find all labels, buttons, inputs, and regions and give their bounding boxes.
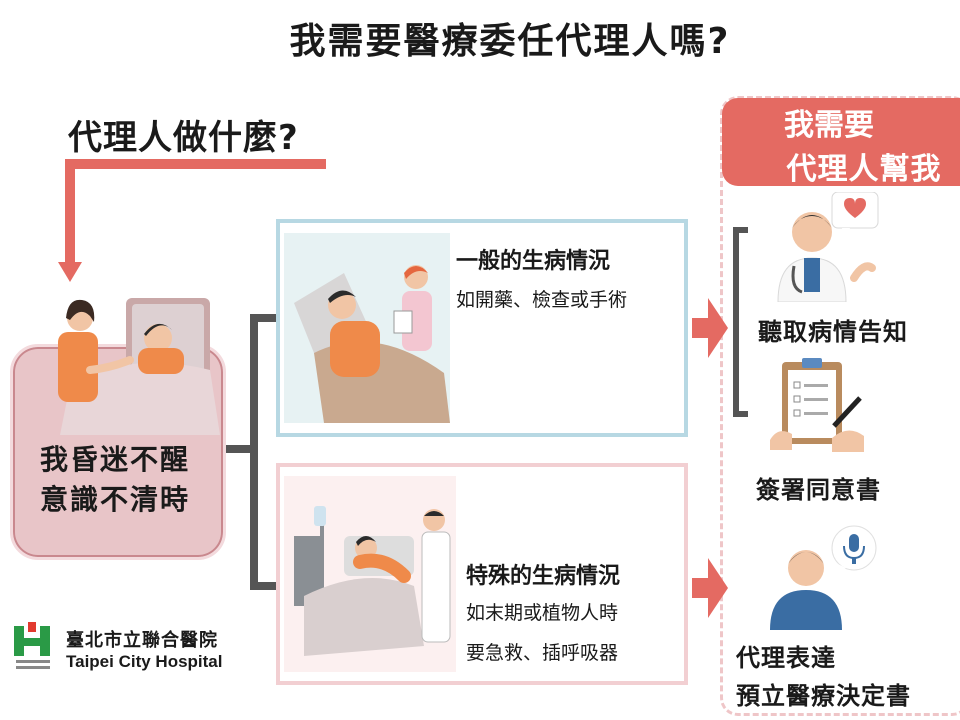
situation-line2: 意識不清時 [40,483,191,516]
general-desc: 如開藥、檢查或手術 [456,289,628,311]
doctor-icon [777,192,879,302]
general-title: 一般的生病情況 [456,249,611,274]
special-desc-line1: 如末期或植物人時 [466,602,619,624]
patient-with-family-illustration [58,298,220,435]
main-title: 我需要醫療委任代理人嗎? [289,21,731,62]
express-label-line2: 預立醫療決定書 [736,682,911,710]
hospital-name-zh: 臺北市立聯合醫院 [66,630,218,651]
special-illness-illustration [284,476,456,672]
special-title: 特殊的生病情況 [466,564,621,589]
hear-condition-label: 聽取病情告知 [758,318,908,346]
special-desc-line2: 要急救、插呼吸器 [466,642,619,664]
need-header-line1: 我需要 [784,108,874,143]
need-header-line2: 代理人幫我 [786,152,942,187]
consent-form-icon [770,358,864,452]
hospital-logo-icon [14,622,50,669]
situation-line1: 我昏迷不醒 [40,443,191,476]
need-header [722,98,960,186]
speaking-person-icon [770,525,877,630]
question-heading: 代理人做什麼? [68,118,299,158]
express-label-line1: 代理表達 [736,644,836,672]
situation-text: 我昏迷不醒 意識不清時 [40,440,190,520]
general-illness-illustration [284,233,450,423]
sign-consent-label: 簽署同意書 [756,476,881,504]
hospital-name-en: Taipei City Hospital [66,652,223,671]
actions-panel [720,96,960,716]
